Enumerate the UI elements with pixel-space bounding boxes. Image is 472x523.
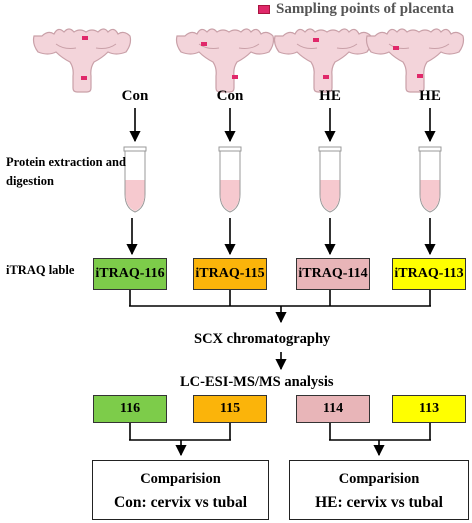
itraq-label: iTRAQ lable bbox=[6, 263, 75, 277]
tubes bbox=[123, 146, 442, 213]
placenta-diagram-3 bbox=[273, 28, 373, 93]
comparison-title-con: Comparision bbox=[140, 471, 221, 487]
comparison-box-he: Comparision HE: cervix vs tubal bbox=[289, 460, 469, 520]
tube-1 bbox=[123, 146, 147, 213]
comparison-subtitle-con: Con: cervix vs tubal bbox=[113, 494, 248, 511]
placenta-diagram-2 bbox=[175, 28, 275, 93]
comparison-title-he: Comparision bbox=[338, 471, 420, 487]
result-box-114: 114 bbox=[296, 395, 370, 423]
lc-esi-ms-label: LC-ESI-MS/MS analysis bbox=[180, 374, 334, 390]
arrows-to-tubes bbox=[129, 108, 436, 143]
itraq-box-116: iTRAQ-116 bbox=[93, 258, 167, 290]
placenta-diagram-1 bbox=[32, 28, 132, 93]
tube-2 bbox=[218, 146, 242, 213]
itraq-box-114: iTRAQ-114 bbox=[296, 258, 370, 290]
itraq-box-115: iTRAQ-115 bbox=[193, 258, 267, 290]
result-box-113: 113 bbox=[392, 395, 466, 423]
sample-label-2: Con bbox=[216, 88, 244, 104]
result-connectors bbox=[129, 423, 431, 457]
tube-4 bbox=[418, 146, 442, 213]
arrows-to-itraq bbox=[126, 218, 436, 256]
sample-label-3: HE bbox=[319, 88, 341, 104]
comparison-box-con: Comparision Con: cervix vs tubal bbox=[92, 460, 269, 520]
protein-extraction-label: Protein extraction and digestion bbox=[6, 155, 126, 188]
merge-lines bbox=[129, 290, 431, 371]
comparison-subtitle-he: HE: cervix vs tubal bbox=[315, 494, 443, 511]
tube-3 bbox=[318, 146, 342, 213]
result-box-116: 116 bbox=[93, 395, 167, 423]
placenta-diagram-4 bbox=[365, 28, 465, 93]
scx-chromatography-label: SCX chromatography bbox=[194, 331, 331, 347]
result-box-115: 115 bbox=[193, 395, 267, 423]
itraq-box-113: iTRAQ-113 bbox=[392, 258, 466, 290]
legend-swatch bbox=[258, 5, 270, 14]
legend-label: Sampling points of placenta bbox=[276, 1, 454, 17]
sample-label-4: HE bbox=[419, 88, 441, 104]
sample-label-1: Con bbox=[121, 88, 149, 104]
